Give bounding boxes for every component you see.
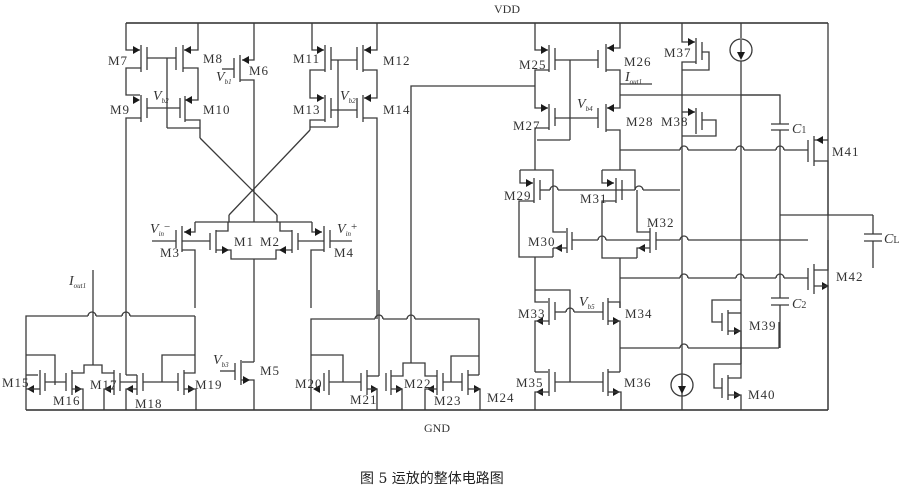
c1-label: C1 xyxy=(792,122,806,137)
m35-label: M35 xyxy=(516,375,544,390)
c2-label: C2 xyxy=(792,297,806,312)
m34-label: M34 xyxy=(625,306,653,321)
m3-label: M3 xyxy=(160,245,180,260)
m21-label: M21 xyxy=(350,392,378,407)
input-pair xyxy=(152,215,352,362)
m20-label: M20 xyxy=(295,376,323,391)
m24-label: M24 xyxy=(487,390,515,405)
right-pmos-cascode xyxy=(309,23,535,308)
m9-label: M9 xyxy=(110,102,130,117)
m5-label: M5 xyxy=(260,363,280,378)
m17-label: M17 xyxy=(90,377,118,392)
vb1-label: Vb1 xyxy=(216,70,232,86)
m33-label: M33 xyxy=(518,306,546,321)
m37-label: M37 xyxy=(664,45,692,60)
m7-label: M7 xyxy=(108,53,128,68)
tail-m5 xyxy=(220,360,255,410)
m26-label: M26 xyxy=(624,54,652,69)
m30-label: M30 xyxy=(528,234,556,249)
m29-label: M29 xyxy=(504,188,532,203)
m39-label: M39 xyxy=(749,318,777,333)
m14-label: M14 xyxy=(383,102,411,117)
vdd-label: VDD xyxy=(494,2,520,16)
m28-label: M28 xyxy=(626,114,654,129)
m42-label: M42 xyxy=(836,269,864,284)
right-nmos-mirrors xyxy=(310,290,481,410)
m7-arrow xyxy=(133,46,140,54)
vb2-left-label: Vb2 xyxy=(153,89,169,105)
m31-label: M31 xyxy=(580,191,608,206)
m12-label: M12 xyxy=(383,53,411,68)
iout1-left-label: Iout1 xyxy=(68,274,86,290)
m16-label: M16 xyxy=(53,393,81,408)
vin-plus-label: Vin+ xyxy=(337,221,357,238)
output-stage xyxy=(711,94,882,410)
m10-label: M10 xyxy=(203,102,231,117)
vb3-label: Vb3 xyxy=(213,353,229,369)
m4-label: M4 xyxy=(334,245,354,260)
m22-label: M22 xyxy=(404,376,432,391)
m2-label: M2 xyxy=(260,234,280,249)
vb2-right-label: Vb2 xyxy=(340,89,356,105)
m27-label: M27 xyxy=(513,118,541,133)
gnd-label: GND xyxy=(424,421,450,435)
m13-label: M13 xyxy=(293,102,321,117)
m32-label: M32 xyxy=(647,215,675,230)
left-nmos-mirrors xyxy=(25,270,197,410)
iout1-right-label: Iout1 xyxy=(624,70,642,86)
m8-label: M8 xyxy=(203,51,223,66)
m38-label: M38 xyxy=(661,114,689,129)
m41-label: M41 xyxy=(832,144,860,159)
m19-label: M19 xyxy=(195,377,223,392)
m36-label: M36 xyxy=(624,375,652,390)
m15-label: M15 xyxy=(2,375,30,390)
m18-label: M18 xyxy=(135,396,163,411)
vb4-label: Vb4 xyxy=(577,97,593,113)
m6-label: M6 xyxy=(249,63,269,78)
left-pmos-cascode xyxy=(125,23,311,308)
vb5-label: Vb5 xyxy=(579,295,595,311)
m11-label: M11 xyxy=(293,51,320,66)
m1-label: M1 xyxy=(234,234,254,249)
m25-label: M25 xyxy=(519,57,547,72)
output-bias xyxy=(670,23,753,410)
m23-label: M23 xyxy=(434,393,462,408)
folded-cascode-stage xyxy=(518,23,808,410)
bottom-current-source-icon xyxy=(670,373,694,397)
vin-minus-label: Vin− xyxy=(150,221,170,238)
cl-label: CL xyxy=(884,232,899,247)
figure-caption: 图 5 运放的整体电路图 xyxy=(360,471,504,487)
m40-label: M40 xyxy=(748,387,776,402)
